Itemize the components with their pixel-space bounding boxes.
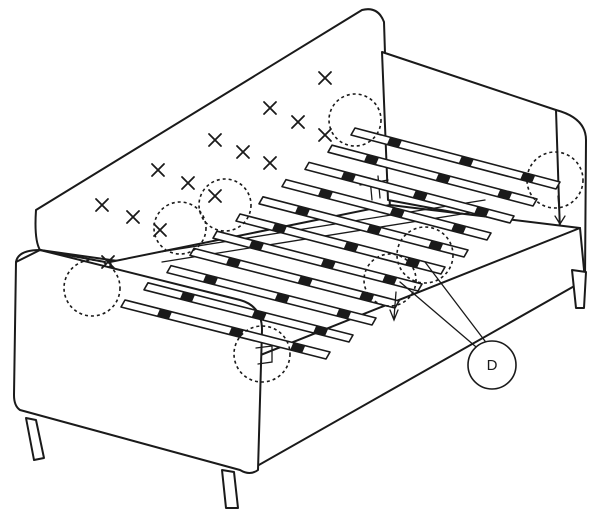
- detail-circle-bottom-bracket: [233, 325, 291, 383]
- slat: [350, 127, 561, 190]
- leg-front-right: [221, 469, 239, 509]
- tuft-button: [291, 115, 305, 129]
- slat-clip: [412, 190, 428, 201]
- slat: [120, 299, 331, 360]
- bracket-bottom: [255, 345, 273, 365]
- slat-clip: [343, 241, 359, 252]
- slat-clip: [435, 173, 451, 184]
- callout-d: D: [467, 340, 517, 390]
- slat: [143, 282, 354, 343]
- backrest-tufts: [95, 71, 332, 269]
- left-arm: [13, 249, 263, 474]
- slat-clip: [272, 223, 287, 234]
- slat-clip: [497, 189, 513, 200]
- slat-clip: [336, 308, 352, 319]
- tuft-button: [318, 128, 332, 142]
- tuft-button: [208, 189, 222, 203]
- slat-clip: [318, 188, 333, 199]
- slat-clip: [203, 274, 218, 285]
- detail-circle-tuft-mid: [198, 178, 252, 232]
- tuft-button: [101, 255, 115, 269]
- tuft-button: [318, 71, 332, 85]
- slat: [304, 161, 515, 224]
- slat-clip: [290, 342, 306, 353]
- slat-clip: [387, 137, 402, 148]
- slat-clip: [382, 274, 398, 285]
- detail-circle-tuft-left: [153, 201, 207, 255]
- callout-leader-2: [399, 281, 483, 353]
- slat-clip: [157, 308, 172, 319]
- slat: [235, 213, 446, 275]
- detail-circle-slat-mid: [396, 226, 454, 284]
- callout-leader-1: [424, 261, 489, 346]
- slat-clip: [249, 240, 264, 251]
- bed-slats: [120, 127, 561, 360]
- callout-circle: [467, 340, 517, 390]
- slat: [327, 144, 538, 207]
- slat-clip: [428, 240, 444, 251]
- slat-clip: [295, 205, 310, 216]
- slat: [212, 230, 423, 292]
- slat-clip: [228, 327, 244, 338]
- tuft-button: [95, 198, 109, 212]
- tuft-button: [153, 223, 167, 237]
- slat-clip: [180, 291, 195, 302]
- slat-clip: [313, 325, 329, 336]
- slat-clip: [320, 258, 336, 269]
- slat-clip: [341, 171, 356, 182]
- slat: [281, 178, 492, 241]
- detail-circle-slat-top: [328, 93, 382, 147]
- leg-back-right: [571, 269, 587, 309]
- tuft-button: [236, 145, 250, 159]
- screw-arrow-right: [554, 195, 566, 226]
- slat: [258, 196, 469, 258]
- slat-clip: [359, 291, 375, 302]
- tuft-button: [126, 210, 140, 224]
- slat-clip: [226, 257, 241, 268]
- slat-clip: [389, 207, 405, 218]
- slat-clip: [297, 275, 313, 286]
- tuft-button: [181, 176, 195, 190]
- slat-clip: [251, 310, 267, 321]
- slat-clip: [458, 156, 474, 167]
- leg-front-left: [25, 417, 45, 461]
- tuft-button: [263, 156, 277, 170]
- slat: [166, 264, 377, 326]
- slat-clip: [364, 154, 379, 165]
- tuft-button: [263, 101, 277, 115]
- tuft-button: [208, 133, 222, 147]
- tuft-button: [151, 163, 165, 177]
- screw-arrow-front: [389, 291, 399, 322]
- detail-circle-left-arm: [63, 259, 121, 317]
- callout-label: D: [487, 357, 498, 374]
- slat-clip: [366, 224, 382, 235]
- slat-clip: [405, 257, 421, 268]
- slat-clip: [274, 292, 290, 303]
- detail-circle-right-arm: [526, 151, 584, 209]
- slat-clip: [474, 206, 490, 217]
- detail-circle-slat-front: [363, 253, 417, 307]
- slat-clip: [451, 223, 467, 234]
